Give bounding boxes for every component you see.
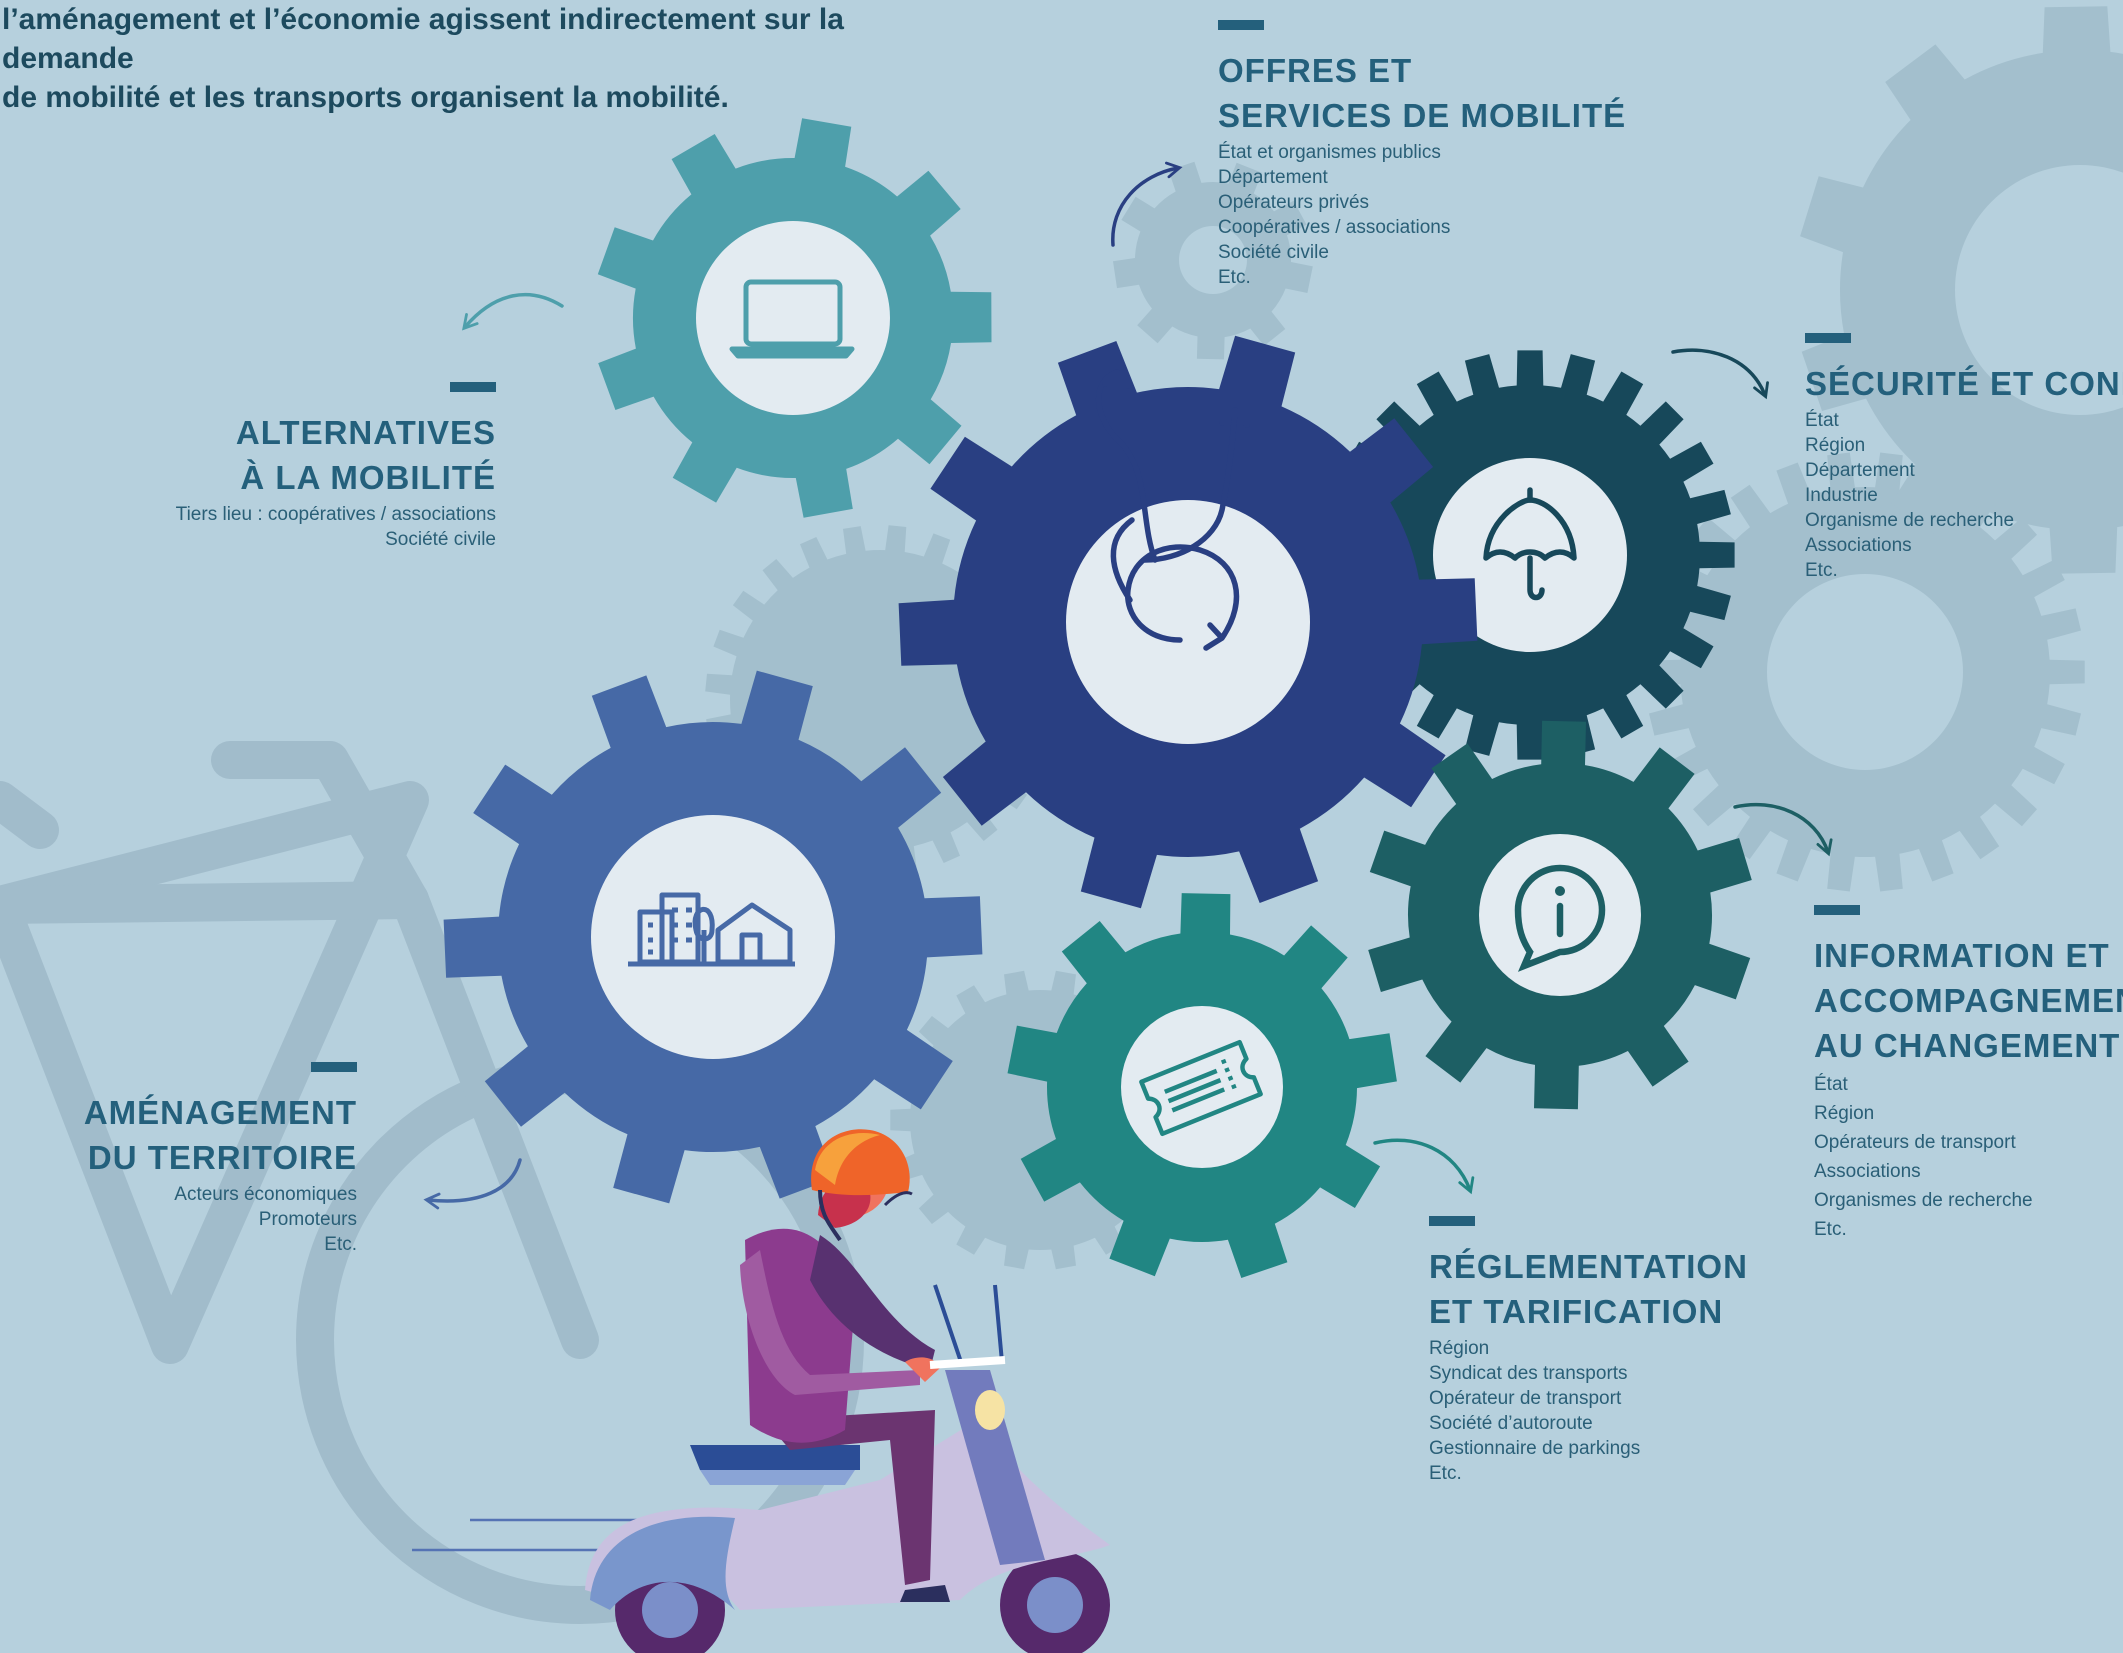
- mobility-arrows-icon: [1096, 369, 1250, 651]
- information-title-line-2: ACCOMPAGNEMENT: [1814, 982, 2123, 1019]
- title-bar: [450, 382, 496, 392]
- list-item: Organismes de recherche: [1814, 1190, 2033, 1211]
- offres-block: OFFRES ET SERVICES DE MOBILITÉ État et o…: [1218, 20, 1626, 290]
- offres-title-line-1: OFFRES ET: [1218, 52, 1413, 89]
- arrow-to-amenagement: [423, 1158, 522, 1210]
- list-item: Etc.: [1218, 267, 1251, 288]
- list-item: Etc.: [1814, 1219, 1847, 1240]
- alternatives-block: ALTERNATIVES À LA MOBILITÉ Tiers lieu : …: [176, 382, 496, 552]
- info-icon: [1514, 864, 1606, 972]
- reglementation-list: Région Syndicat des transports Opérateur…: [1429, 1336, 1748, 1486]
- list-item: Promoteurs: [258, 1209, 357, 1230]
- title-bar: [311, 1062, 357, 1072]
- list-item: Etc.: [1805, 560, 1838, 581]
- gear-securite: [1325, 350, 1735, 760]
- alternatives-title-line-2: À LA MOBILITÉ: [240, 459, 496, 496]
- list-item: Associations: [1814, 1161, 1921, 1182]
- scooter-rider-illustration: [412, 1129, 1110, 1653]
- reglementation-title-line-2: ET TARIFICATION: [1429, 1293, 1724, 1330]
- list-item: Industrie: [1805, 485, 1878, 506]
- ticket-icon: [1139, 1039, 1263, 1137]
- list-item: État: [1805, 410, 1839, 431]
- amenagement-list: Acteurs économiques Promoteurs Etc.: [84, 1182, 357, 1257]
- list-item: Gestionnaire de parkings: [1429, 1438, 1641, 1459]
- main-gears: [443, 118, 1752, 1278]
- arrow-to-reglementation: [1373, 1138, 1475, 1195]
- bg-gear-small: [1113, 161, 1313, 360]
- list-item: Région: [1429, 1338, 1490, 1359]
- bg-gear-top-right: [1800, 6, 2123, 574]
- list-item: Coopératives / associations: [1218, 217, 1451, 238]
- list-item: Etc.: [1429, 1463, 1462, 1484]
- gear-center: [898, 335, 1478, 909]
- list-item: État et organismes publics: [1218, 142, 1441, 163]
- information-title-line-3: AU CHANGEMENT: [1814, 1027, 2121, 1064]
- amenagement-title-line-1: AMÉNAGEMENT: [83, 1094, 357, 1131]
- list-item: Société d’autoroute: [1429, 1413, 1593, 1434]
- list-item: Département: [1805, 460, 1915, 481]
- list-item: Associations: [1805, 535, 1912, 556]
- intro-line-2: de mobilité et les transports organisent…: [2, 81, 729, 114]
- title-bar: [1429, 1216, 1475, 1226]
- intro-text: l’aménagement et l’économie agissent ind…: [2, 0, 902, 117]
- amenagement-title-line-2: DU TERRITOIRE: [87, 1139, 357, 1176]
- arrow-to-information: [1733, 802, 1833, 857]
- list-item: Société civile: [385, 529, 496, 550]
- bg-gear-right-spiky: [1645, 452, 2085, 892]
- securite-title-line-1: SÉCURITÉ ET CONFORT: [1805, 365, 2123, 402]
- arrow-to-offres: [1111, 161, 1183, 247]
- reglementation-title-line-1: RÉGLEMENTATION: [1429, 1248, 1748, 1285]
- alternatives-title-line-1: ALTERNATIVES: [235, 414, 496, 451]
- information-block: INFORMATION ET ACCOMPAGNEMENT AU CHANGEM…: [1814, 905, 2123, 1244]
- offres-title-line-2: SERVICES DE MOBILITÉ: [1218, 97, 1627, 134]
- offres-list: État et organismes publics Département O…: [1218, 140, 1626, 290]
- list-item: Acteurs économiques: [174, 1184, 357, 1205]
- list-item: Tiers lieu : coopératives / associations: [175, 504, 496, 525]
- list-item: Département: [1218, 167, 1328, 188]
- information-list: État Région Opérateurs de transport Asso…: [1814, 1070, 2123, 1244]
- list-item: État: [1814, 1074, 1848, 1095]
- title-bar: [1805, 333, 1851, 343]
- curved-arrows: [423, 161, 1833, 1210]
- list-item: Société civile: [1218, 242, 1329, 263]
- arrow-to-securite: [1671, 348, 1769, 400]
- list-item: Organisme de recherche: [1805, 510, 2015, 531]
- intro-line-1: l’aménagement et l’économie agissent ind…: [2, 3, 844, 75]
- securite-list: État Région Département Industrie Organi…: [1805, 408, 2123, 583]
- list-item: Opérateurs de transport: [1814, 1132, 2016, 1153]
- information-title-line-1: INFORMATION ET: [1814, 937, 2110, 974]
- amenagement-block: AMÉNAGEMENT DU TERRITOIRE Acteurs économ…: [84, 1062, 357, 1257]
- reglementation-block: RÉGLEMENTATION ET TARIFICATION Région Sy…: [1429, 1216, 1748, 1486]
- list-item: Région: [1814, 1103, 1875, 1124]
- list-item: Syndicat des transports: [1429, 1363, 1628, 1384]
- umbrella-icon: [1483, 487, 1577, 601]
- securite-block: SÉCURITÉ ET CONFORT État Région Départem…: [1805, 333, 2123, 583]
- title-bar: [1814, 905, 1860, 915]
- list-item: Etc.: [324, 1234, 357, 1255]
- gear-offres: [597, 118, 992, 518]
- list-item: Région: [1805, 435, 1866, 456]
- city-buildings-icon: [628, 892, 795, 967]
- list-item: Opérateurs privés: [1218, 192, 1370, 213]
- arrow-to-alternatives: [462, 292, 564, 331]
- title-bar: [1218, 20, 1264, 30]
- alternatives-list: Tiers lieu : coopératives / associations…: [176, 502, 496, 552]
- gear-amenagement: [443, 670, 983, 1204]
- laptop-icon: [729, 279, 855, 359]
- list-item: Opérateur de transport: [1429, 1388, 1622, 1409]
